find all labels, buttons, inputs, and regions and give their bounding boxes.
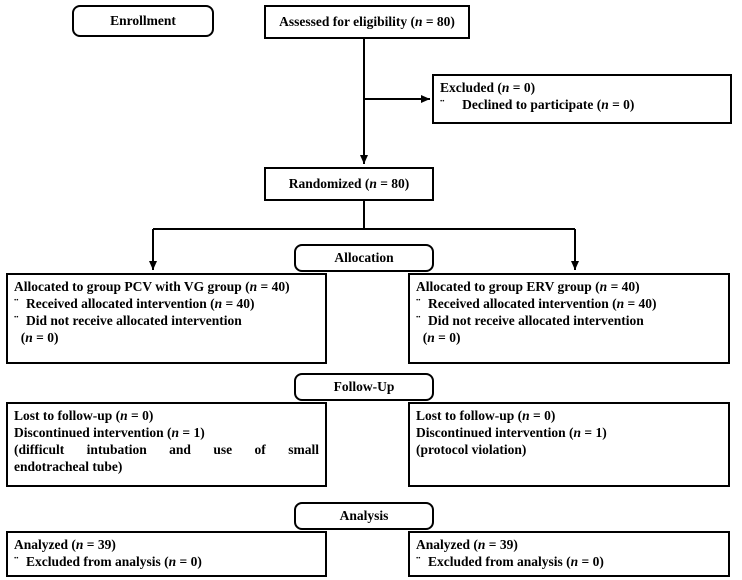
excluded-declined: ¨ Declined to participate (n = 0) (440, 97, 635, 112)
allocation-label: Allocation (294, 244, 434, 272)
followup-left-box: Lost to follow-up (n = 0) Discontinued i… (6, 402, 327, 487)
bullet-icon: ¨ (14, 313, 19, 328)
followup-left-reason: (difficult intubation and use of small (14, 442, 319, 457)
followup-right-reason: (protocol violation) (416, 442, 527, 457)
allocation-left-not-received-n: (n = 0) (20, 330, 59, 345)
bullet-icon: ¨ (416, 554, 421, 569)
bullet-icon: ¨ (440, 97, 445, 112)
analysis-right-excluded: ¨Excluded from analysis (n = 0) (416, 554, 604, 569)
allocation-right-received: ¨Received allocated intervention (n = 40… (416, 296, 657, 311)
allocation-right-not-received-n: (n = 0) (422, 330, 461, 345)
randomized-text: Randomized (n = 80) (288, 176, 410, 191)
analysis-left-excluded: ¨Excluded from analysis (n = 0) (14, 554, 202, 569)
enrollment-label: Enrollment (72, 5, 214, 37)
allocation-right-not-received: ¨Did not receive allocated intervention (416, 313, 644, 328)
followup-left-discontinued: Discontinued intervention (n = 1) (14, 425, 205, 440)
allocation-right-box: Allocated to group ERV group (n = 40) ¨R… (408, 273, 730, 364)
allocation-left-received: ¨Received allocated intervention (n = 40… (14, 296, 255, 311)
followup-right-box: Lost to follow-up (n = 0) Discontinued i… (408, 402, 730, 487)
followup-label: Follow-Up (294, 373, 434, 401)
analysis-left-analyzed: Analyzed (n = 39) (14, 537, 116, 552)
allocation-right-title: Allocated to group ERV group (n = 40) (416, 279, 640, 294)
allocation-left-box: Allocated to group PCV with VG group (n … (6, 273, 327, 364)
followup-left-reason-cont: endotracheal tube) (14, 459, 123, 474)
allocation-left-title: Allocated to group PCV with VG group (n … (14, 279, 290, 294)
randomized-box: Randomized (n = 80) (264, 167, 434, 201)
assessed-text: Assessed for eligibility (n = 80) (279, 14, 455, 29)
excluded-title: Excluded (n = 0) (440, 80, 536, 95)
followup-left-lost: Lost to follow-up (n = 0) (14, 408, 154, 423)
assessed-box: Assessed for eligibility (n = 80) (264, 5, 470, 39)
excluded-box: Excluded (n = 0) ¨ Declined to participa… (432, 74, 732, 124)
bullet-icon: ¨ (416, 296, 421, 311)
bullet-icon: ¨ (14, 296, 19, 311)
analysis-right-box: Analyzed (n = 39) ¨Excluded from analysi… (408, 531, 730, 577)
analysis-left-box: Analyzed (n = 39) ¨Excluded from analysi… (6, 531, 327, 577)
analysis-right-analyzed: Analyzed (n = 39) (416, 537, 518, 552)
followup-right-discontinued: Discontinued intervention (n = 1) (416, 425, 607, 440)
followup-right-lost: Lost to follow-up (n = 0) (416, 408, 556, 423)
bullet-icon: ¨ (416, 313, 421, 328)
bullet-icon: ¨ (14, 554, 19, 569)
analysis-label: Analysis (294, 502, 434, 530)
allocation-left-not-received: ¨Did not receive allocated intervention (14, 313, 242, 328)
